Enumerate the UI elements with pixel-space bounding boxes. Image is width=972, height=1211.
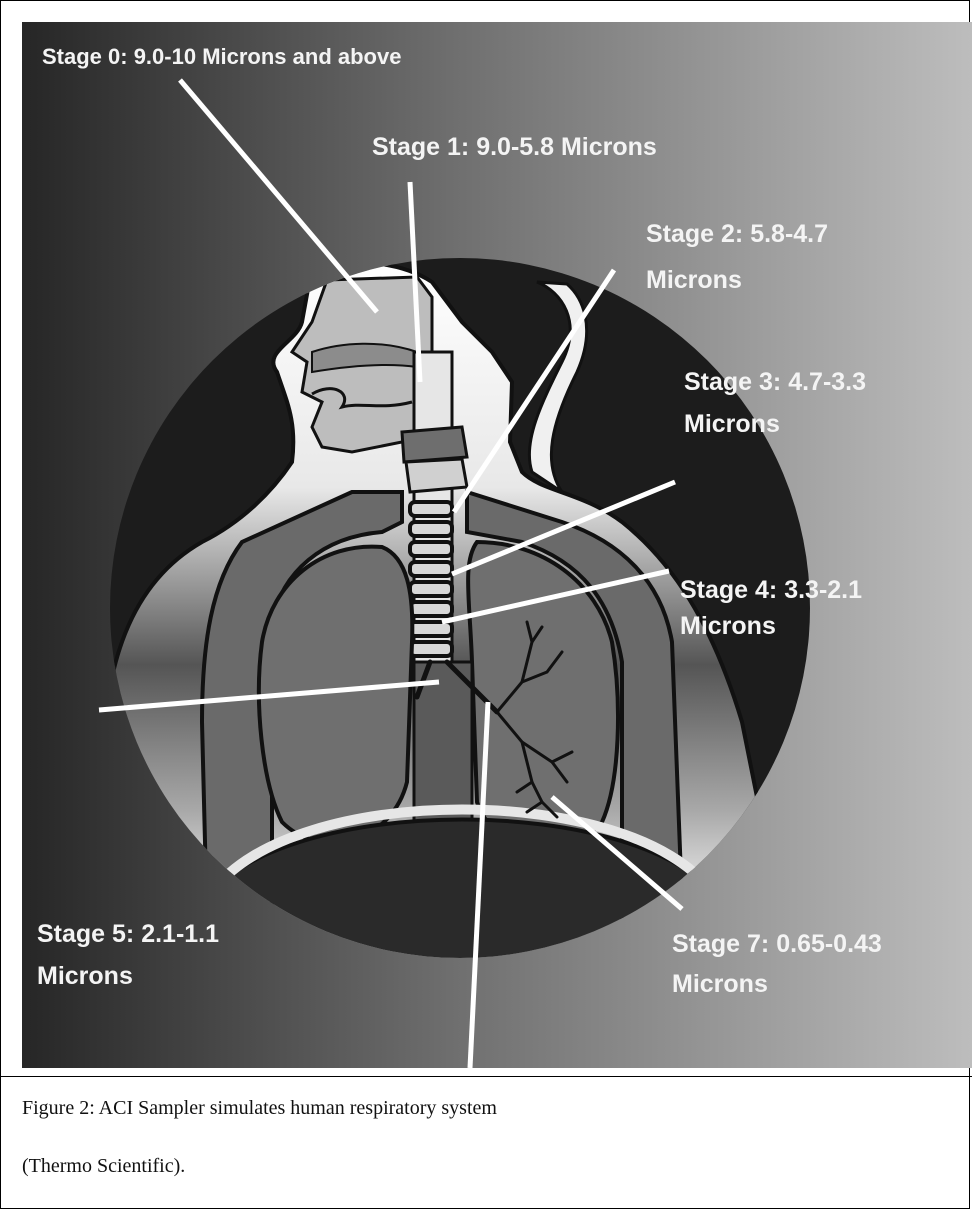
stage5-label-line2: Microns [37,962,133,990]
stage4-label-line2: Microns [680,612,776,640]
stage2-label-line1: Stage 2: 5.8-4.7 [646,220,828,248]
caption-line-2: (Thermo Scientific). [22,1155,185,1178]
stage0-label: Stage 0: 9.0-10 Microns and above [42,44,401,69]
stage4-label-line1: Stage 4: 3.3-2.1 [680,576,862,604]
caption-line-1: Figure 2: ACI Sampler simulates human re… [22,1097,497,1120]
stage3-label-line2: Microns [684,410,780,438]
stage7-label-line2: Microns [672,970,768,998]
respiratory-diagram: Stage 0: 9.0-10 Microns and above Stage … [22,22,972,1068]
stage2-label-line2: Microns [646,266,742,294]
caption-divider [0,1076,972,1077]
stage5-label-line1: Stage 5: 2.1-1.1 [37,920,219,948]
stage3-label-line1: Stage 3: 4.7-3.3 [684,368,866,396]
stage7-label-line1: Stage 7: 0.65-0.43 [672,930,882,958]
stage1-label: Stage 1: 9.0-5.8 Microns [372,133,657,161]
